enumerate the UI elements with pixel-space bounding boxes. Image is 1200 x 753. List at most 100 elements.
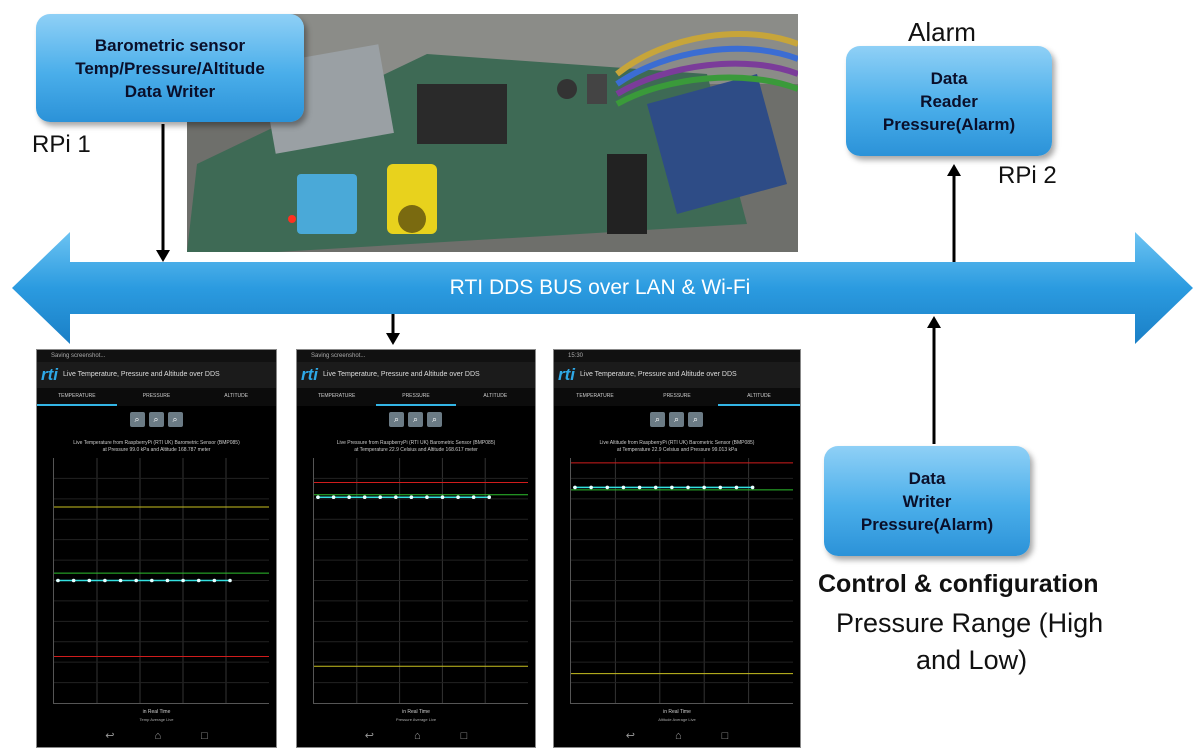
plot-svg bbox=[314, 458, 528, 703]
live-series-point bbox=[734, 485, 739, 490]
live-series-point bbox=[331, 495, 336, 499]
live-series-point bbox=[134, 578, 138, 583]
chart-legend: Temp Average Live bbox=[139, 717, 174, 722]
zoom-in-icon[interactable]: ⌕ bbox=[650, 412, 665, 427]
zoom-out-icon[interactable]: ⌕ bbox=[669, 412, 684, 427]
live-series-point bbox=[686, 485, 690, 490]
plot-svg bbox=[571, 458, 793, 703]
live-series-point bbox=[165, 578, 170, 583]
rti-logo-icon: rti bbox=[558, 365, 575, 384]
raspberry-pi-photo bbox=[187, 14, 798, 252]
live-series-point bbox=[653, 485, 658, 490]
live-series-point bbox=[456, 495, 460, 499]
tab-pressure[interactable]: PRESSURE bbox=[142, 393, 171, 399]
back-icon[interactable]: ↩ bbox=[625, 730, 635, 742]
home-icon[interactable]: ⌂ bbox=[413, 730, 421, 742]
dds-bus-arrow bbox=[12, 232, 1193, 344]
chart-title-line2: at Temperature 22.9 Celsius and Pressure… bbox=[616, 447, 738, 453]
live-series-point bbox=[347, 495, 351, 499]
tab-bar: TEMPERATURE PRESSURE ALTITUDE bbox=[297, 388, 535, 406]
chart-title-line2: at Temperature 22.9 Celsius and Altitude… bbox=[354, 447, 478, 453]
back-icon[interactable]: ↩ bbox=[105, 730, 115, 742]
live-series-point bbox=[71, 578, 76, 583]
sensor-box-line2: Temp/Pressure/Altitude bbox=[75, 58, 265, 78]
zoom-in-icon[interactable]: ⌕ bbox=[389, 412, 404, 427]
recents-icon[interactable]: □ bbox=[201, 730, 208, 742]
x-axis-label: in Real Time bbox=[142, 709, 171, 715]
control-desc-line2: and Low) bbox=[916, 645, 1028, 675]
control-desc-line1: Pressure Range (High bbox=[836, 608, 1104, 638]
live-series-point bbox=[425, 495, 429, 499]
writer-box-line2: Writer bbox=[902, 491, 952, 511]
tab-pressure[interactable]: PRESSURE bbox=[663, 393, 691, 399]
rti-logo-icon: rti bbox=[41, 365, 58, 384]
x-axis-label: in Real Time bbox=[402, 709, 430, 715]
app-title: Live Temperature, Pressure and Altitude … bbox=[63, 371, 220, 378]
live-series-point bbox=[394, 495, 398, 499]
plot-area bbox=[570, 458, 793, 704]
chart-title-line2: at Pressure 99.0 kPa and Altitude 168.78… bbox=[102, 447, 211, 453]
live-series-point bbox=[637, 485, 642, 490]
status-bar: Saving screenshot... bbox=[37, 350, 276, 362]
tab-temperature[interactable]: TEMPERATURE bbox=[37, 388, 117, 406]
barometric-sensor-box: Barometric sensor Temp/Pressure/Altitude… bbox=[36, 14, 304, 122]
nav-bar: ↩ ⌂ □ bbox=[37, 725, 276, 747]
back-icon[interactable]: ↩ bbox=[364, 730, 374, 742]
reader-box-line1: Data bbox=[930, 68, 968, 88]
reader-box-line3: Pressure(Alarm) bbox=[882, 114, 1016, 134]
live-series-point bbox=[718, 485, 723, 490]
live-series-point bbox=[471, 495, 476, 499]
data-writer-box: Data Writer Pressure(Alarm) bbox=[824, 446, 1030, 556]
writer-box-line3: Pressure(Alarm) bbox=[860, 514, 994, 534]
tab-temperature[interactable]: TEMPERATURE bbox=[576, 393, 614, 399]
home-icon[interactable]: ⌂ bbox=[674, 730, 682, 742]
zoom-reset-icon[interactable]: ⌕ bbox=[688, 412, 703, 427]
chart-legend: Pressure Average Live bbox=[395, 717, 437, 722]
app-title: Live Temperature, Pressure and Altitude … bbox=[323, 371, 480, 378]
sensor-box-line3: Data Writer bbox=[124, 81, 216, 101]
nav-bar: ↩ ⌂ □ bbox=[297, 725, 535, 747]
live-series-point bbox=[750, 485, 755, 490]
alarm-label: Alarm bbox=[908, 17, 976, 47]
live-series-point bbox=[316, 495, 320, 499]
control-title: Control & configuration bbox=[818, 570, 1099, 598]
chart-title-line1: Live Altitude from RaspberryPi (RTI UK) … bbox=[599, 440, 755, 446]
chart-title-line1: Live Pressure from RaspberryPi (RTI UK) … bbox=[336, 440, 496, 446]
zoom-out-icon[interactable]: ⌕ bbox=[148, 412, 164, 427]
rpi2-label: RPi 2 bbox=[998, 162, 1057, 189]
tab-bar: TEMPERATURE PRESSURE ALTITUDE bbox=[554, 388, 800, 406]
plot-area bbox=[313, 458, 528, 704]
zoom-out-icon[interactable]: ⌕ bbox=[408, 412, 423, 427]
writer-box-line1: Data bbox=[908, 468, 946, 488]
live-series-point bbox=[487, 495, 491, 499]
recents-icon[interactable]: □ bbox=[721, 730, 729, 742]
chart-title-line1: Live Temperature from RaspberryPi (RTI U… bbox=[73, 440, 240, 446]
live-series-point bbox=[228, 578, 232, 583]
live-series-point bbox=[440, 495, 445, 499]
tab-pressure[interactable]: PRESSURE bbox=[376, 388, 456, 406]
zoom-reset-icon[interactable]: ⌕ bbox=[427, 412, 442, 427]
live-series-point bbox=[212, 578, 217, 583]
live-series-point bbox=[605, 485, 610, 490]
recents-icon[interactable]: □ bbox=[460, 730, 468, 742]
tab-altitude[interactable]: ALTITUDE bbox=[718, 388, 800, 406]
home-icon[interactable]: ⌂ bbox=[154, 730, 162, 742]
zoom-in-icon[interactable]: ⌕ bbox=[129, 412, 145, 427]
rpi1-label: RPi 1 bbox=[32, 131, 91, 158]
live-series-point bbox=[196, 578, 201, 583]
live-series-point bbox=[181, 578, 185, 583]
phone-temperature: Saving screenshot... rti Live Temperature,… bbox=[36, 349, 277, 748]
status-bar: Saving screenshot... bbox=[297, 350, 535, 362]
status-bar: 15:30 bbox=[554, 350, 800, 362]
zoom-reset-icon[interactable]: ⌕ bbox=[167, 412, 183, 427]
tab-temperature[interactable]: TEMPERATURE bbox=[317, 393, 356, 399]
tab-altitude[interactable]: ALTITUDE bbox=[483, 393, 508, 399]
live-series-point bbox=[573, 485, 577, 490]
live-series-point bbox=[103, 578, 107, 583]
tab-altitude[interactable]: ALTITUDE bbox=[224, 393, 249, 399]
live-series-point bbox=[621, 485, 626, 490]
